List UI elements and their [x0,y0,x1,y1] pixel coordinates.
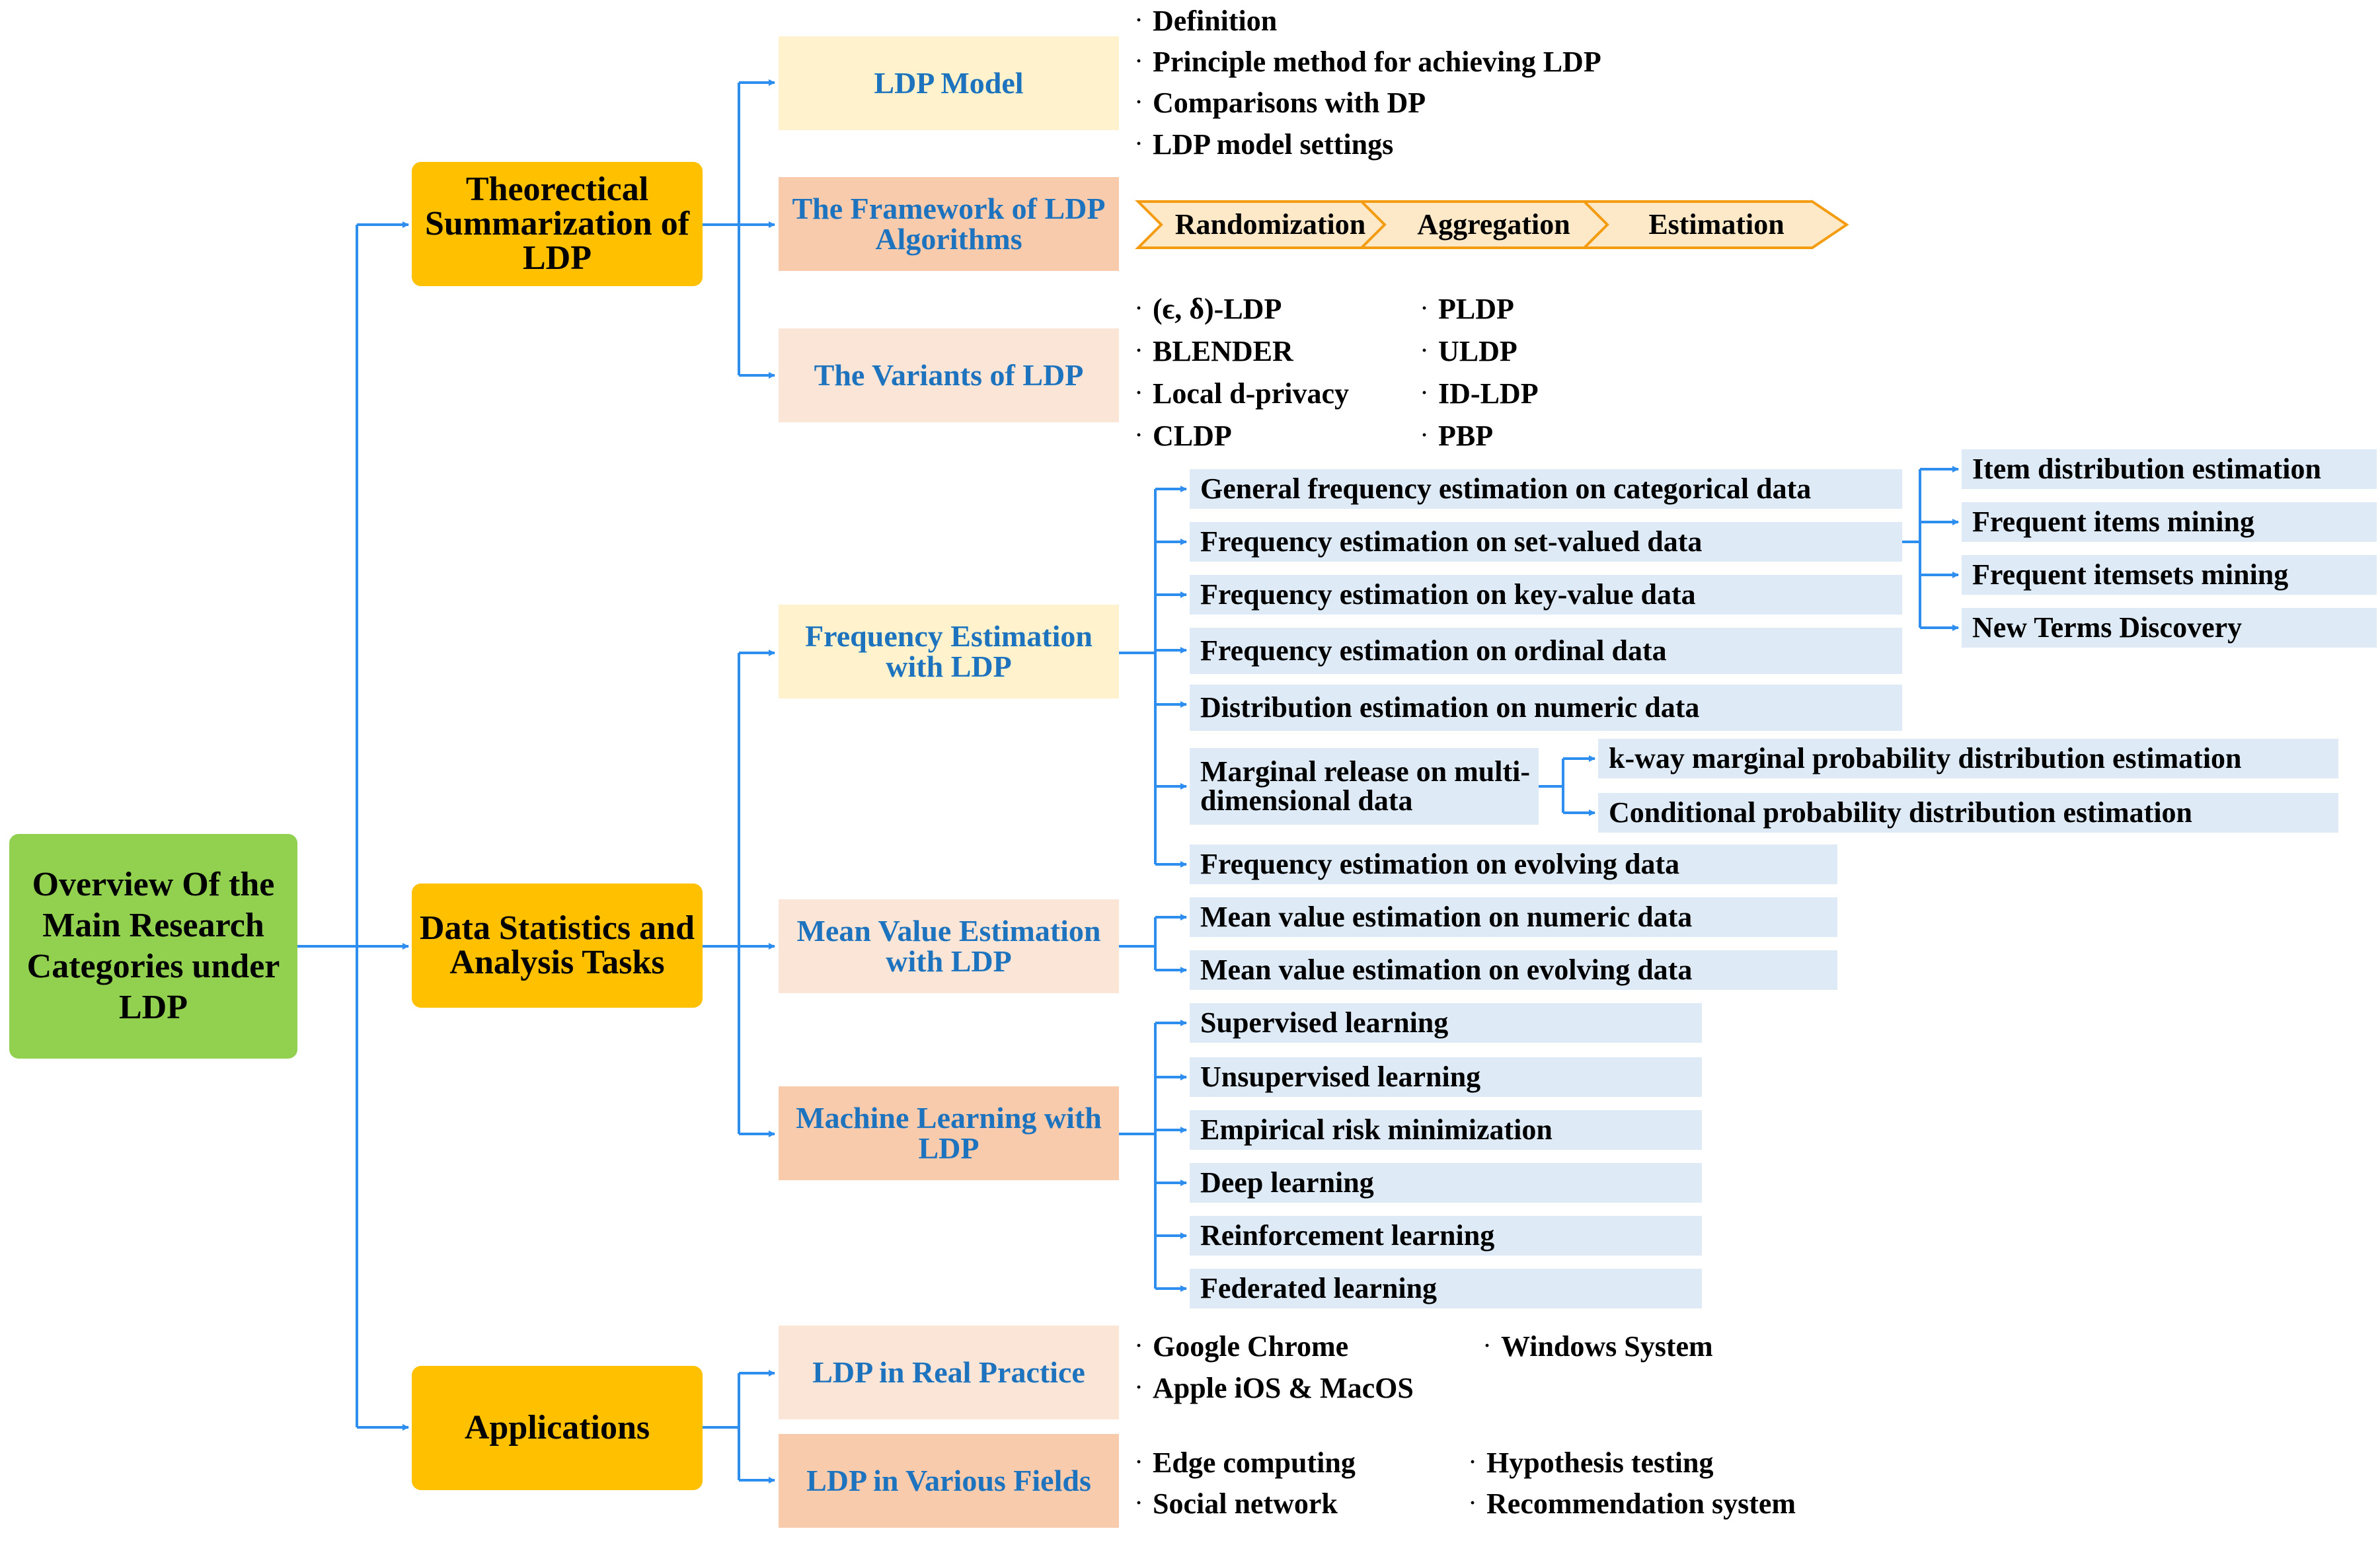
variant-item: ·BLENDER [1135,335,1293,367]
ml-item: Reinforcement learning [1190,1216,1702,1256]
sub-variants-label: The Variants of LDP [814,358,1084,392]
category-tasks-label: Data Statistics and Analysis Tasks [419,909,695,981]
category-applications-label: Applications [464,1409,650,1447]
ldp-model-item: ·LDP model settings [1135,128,1394,161]
marginal-sub-item: k-way marginal probability distribution … [1598,739,2338,778]
practice-item: ·Windows System [1484,1330,1713,1363]
frequency-item: Frequency estimation on set-valued data [1190,522,1902,562]
sub-frequency: Frequency Estimation with LDP [779,605,1119,698]
stage-estimation: Estimation [1648,208,1785,241]
frequency-item-marginal: Marginal release on multi-dimensional da… [1190,748,1539,825]
stage-aggregation: Aggregation [1417,208,1570,241]
sub-practice-label: LDP in Real Practice [812,1355,1085,1389]
sub-mean: Mean Value Estimation with LDP [779,899,1119,993]
practice-item: ·Google Chrome [1135,1330,1349,1363]
frequency-item: Frequency estimation on key-value data [1190,575,1902,615]
ml-item: Federated learning [1190,1269,1702,1308]
variant-item: ·Local d-privacy [1135,377,1349,410]
category-theory-label: Theorectical Summarization of LDP [424,170,690,277]
category-tasks: Data Statistics and Analysis Tasks [412,883,703,1008]
sub-ml: Machine Learning with LDP [779,1086,1119,1180]
frequency-item: Frequency estimation on ordinal data [1190,628,1902,674]
sub-mean-label: Mean Value Estimation with LDP [796,914,1101,978]
sub-variants: The Variants of LDP [779,328,1119,422]
root-node: Overview Of the Main Research Categories… [9,834,297,1059]
sub-practice: LDP in Real Practice [779,1326,1119,1419]
sub-frequency-label: Frequency Estimation with LDP [805,619,1093,683]
mean-item: Mean value estimation on evolving data [1190,950,1837,990]
ml-item: Deep learning [1190,1163,1702,1203]
sub-fields: LDP in Various Fields [779,1434,1119,1528]
variant-item: ·ID-LDP [1421,377,1539,410]
set-valued-sub-item: Item distribution estimation [1962,449,2377,489]
variant-item: ·PLDP [1421,293,1514,325]
ml-item: Supervised learning [1190,1003,1702,1043]
variant-item: ·CLDP [1135,420,1232,452]
set-valued-sub-item: Frequent itemsets mining [1962,555,2377,595]
set-valued-sub-item: New Terms Discovery [1962,608,2377,648]
frequency-item: General frequency estimation on categori… [1190,469,1902,509]
sub-framework: The Framework of LDP Algorithms [779,177,1119,271]
fields-item: ·Social network [1135,1487,1338,1520]
ldp-model-item: ·Principle method for achieving LDP [1135,46,1601,78]
root-label: Overview Of the Main Research Categories… [26,866,280,1026]
fields-item: ·Recommendation system [1469,1487,1796,1520]
ldp-model-item: ·Comparisons with DP [1135,87,1426,119]
sub-ldp-model: LDP Model [779,36,1119,130]
mean-item: Mean value estimation on numeric data [1190,897,1837,937]
frequency-item: Frequency estimation on evolving data [1190,845,1837,884]
frequency-item: Distribution estimation on numeric data [1190,685,1902,731]
category-theory: Theorectical Summarization of LDP [412,162,703,286]
stage-shape-estimation [1581,200,1849,249]
practice-item: ·Apple iOS & MacOS [1135,1372,1414,1404]
fields-item: ·Edge computing [1135,1447,1356,1479]
sub-framework-label: The Framework of LDP Algorithms [792,192,1106,256]
variant-item: ·PBP [1421,420,1494,452]
fields-item: ·Hypothesis testing [1469,1447,1714,1479]
variant-item: ·ULDP [1421,335,1517,367]
marginal-sub-item: Conditional probability distribution est… [1598,793,2338,833]
set-valued-sub-item: Frequent items mining [1962,502,2377,542]
ldp-model-item: ·Definition [1135,5,1278,37]
variant-item: ·(ϵ, δ)-LDP [1135,293,1282,325]
ml-item: Empirical risk minimization [1190,1110,1702,1150]
sub-ml-label: Machine Learning with LDP [796,1101,1102,1165]
sub-fields-label: LDP in Various Fields [806,1464,1091,1497]
stage-randomization: Randomization [1174,208,1366,241]
category-applications: Applications [412,1366,703,1490]
sub-ldp-model-label: LDP Model [874,66,1024,100]
ml-item: Unsupervised learning [1190,1057,1702,1097]
